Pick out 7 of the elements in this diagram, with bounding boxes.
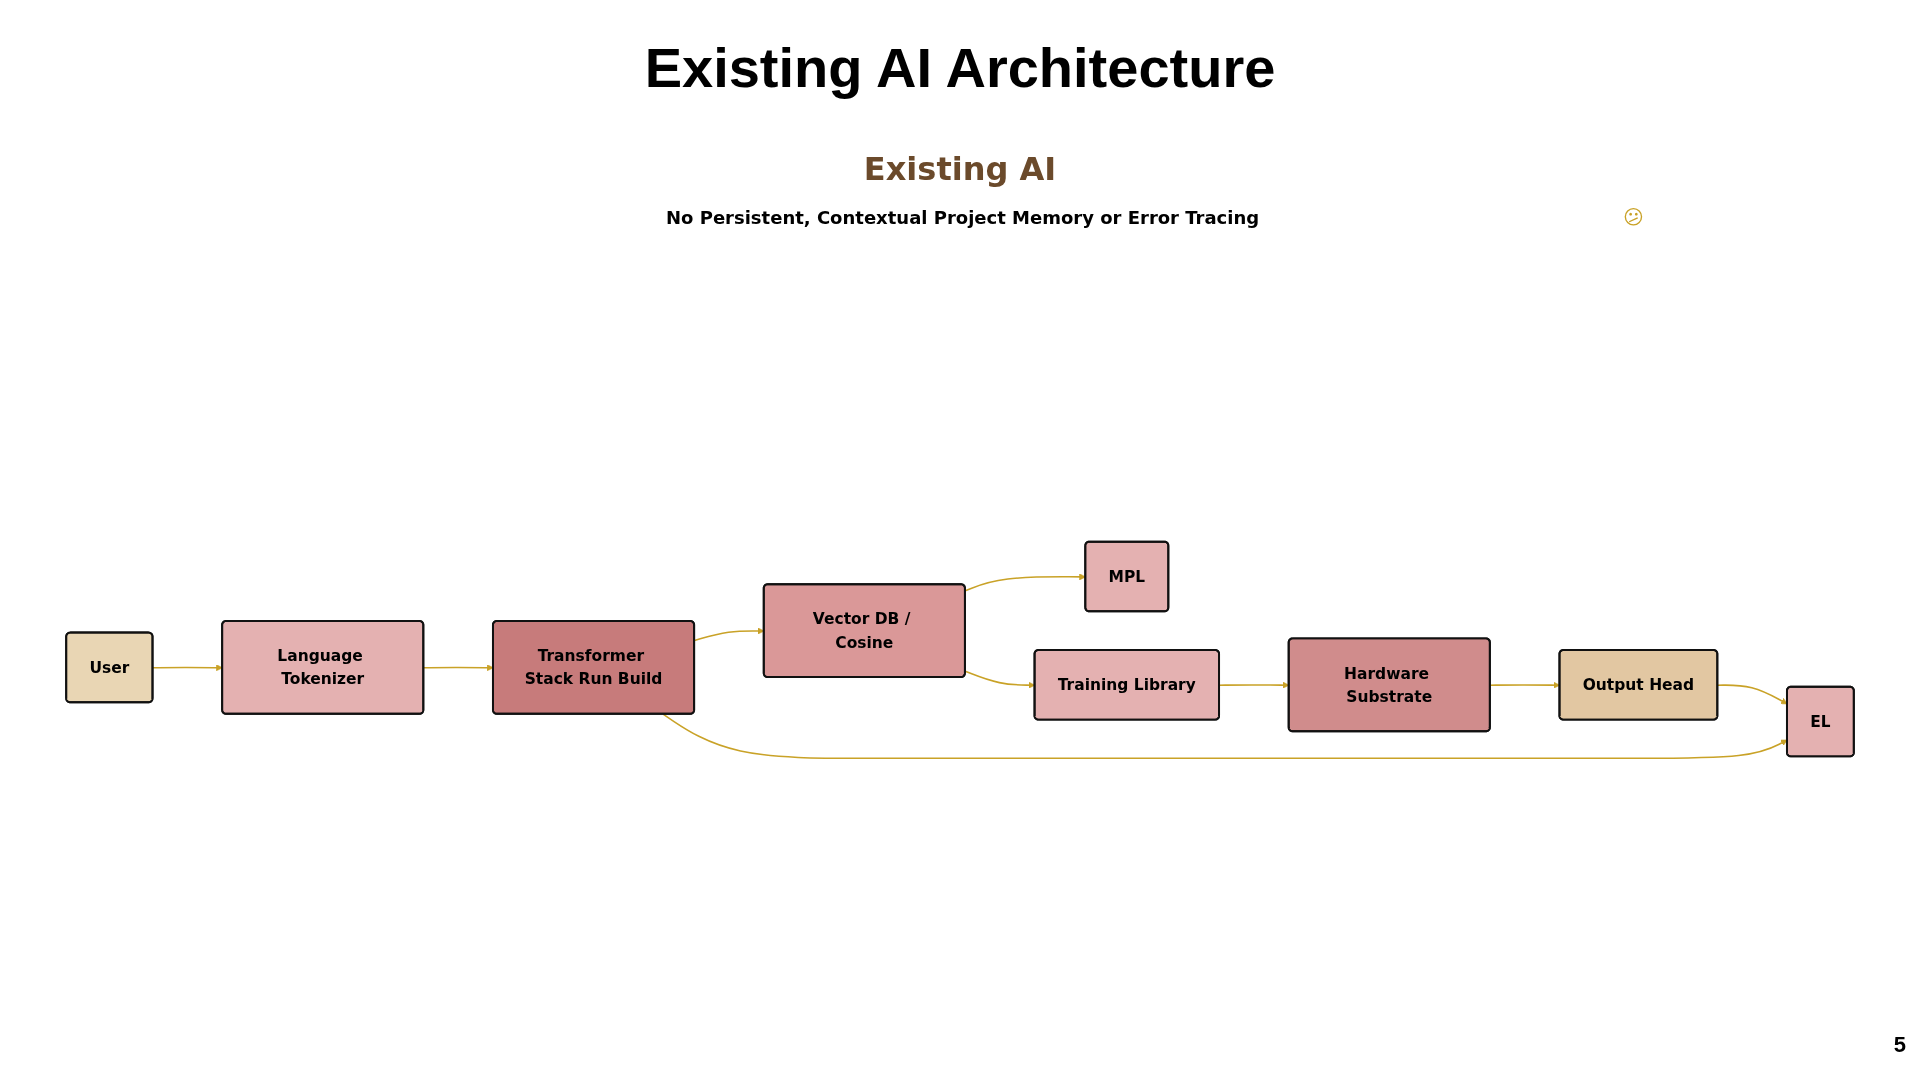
subtitle: No Persistent, Contextual Project Memory or Error Tracing	[666, 207, 1260, 228]
emoji: 😕	[1623, 205, 1644, 229]
arrow	[964, 573, 1086, 592]
diagram-heading: Existing AI	[863, 150, 1057, 188]
slide-title: Existing AI Architecture	[643, 35, 1277, 100]
page-number: 5	[1893, 1032, 1906, 1058]
arrow	[152, 664, 223, 672]
